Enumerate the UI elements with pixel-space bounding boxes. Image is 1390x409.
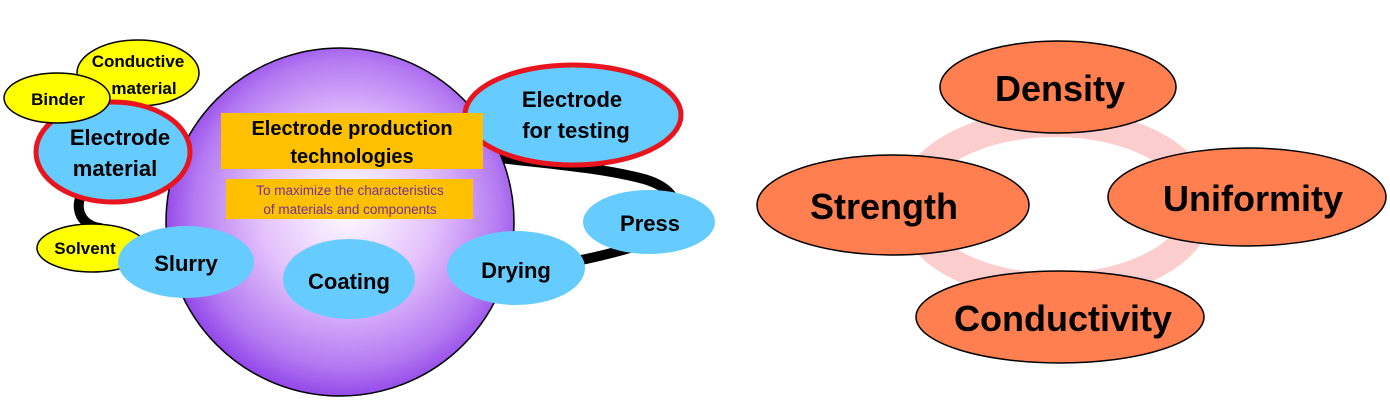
center-subtitle-box <box>226 179 473 219</box>
step-drying-ellipse <box>447 231 585 305</box>
center-subtitle-line-1: To maximize the characteristics <box>256 183 444 198</box>
process-diagram: Conductive material Electrode material B… <box>3 39 715 397</box>
step-press-label: Press <box>620 211 680 236</box>
step-coating-ellipse <box>283 239 415 319</box>
conductive-material-label-2: material <box>111 79 176 98</box>
electrode-for-testing-label-1: Electrode <box>522 87 622 112</box>
property-conductivity-ellipse <box>915 270 1205 364</box>
step-drying-label: Drying <box>481 258 551 283</box>
electrode-material-label-1: Electrode <box>70 125 170 150</box>
property-density-ellipse <box>939 40 1177 134</box>
step-slurry-ellipse <box>118 226 254 298</box>
step-press-ellipse <box>583 190 715 254</box>
center-title-box <box>221 113 483 169</box>
property-conductivity-label: Conductivity <box>954 298 1172 339</box>
electrode-material-label-2: material <box>73 156 157 181</box>
property-strength-ellipse <box>756 154 1030 256</box>
center-subtitle-line-2: of materials and components <box>263 202 437 217</box>
electrode-for-testing-label-2: for testing <box>522 118 630 143</box>
property-density-label: Density <box>995 68 1125 109</box>
solvent-label: Solvent <box>54 239 116 258</box>
center-title-line-1: Electrode production <box>251 118 452 140</box>
conductive-material-label-1: Conductive <box>92 52 185 71</box>
property-uniformity-label: Uniformity <box>1163 178 1343 219</box>
electrode-material-ellipse <box>33 99 193 205</box>
electrode-for-testing-ellipse <box>462 62 684 168</box>
binder-label: Binder <box>31 90 85 109</box>
binder-ellipse <box>3 72 111 124</box>
production-sphere <box>165 47 515 397</box>
property-uniformity-ellipse <box>1107 147 1387 247</box>
center-title-line-2: technologies <box>290 146 413 168</box>
properties-diagram: Density Strength Uniformity Conductivity <box>756 40 1387 364</box>
step-coating-label: Coating <box>308 269 390 294</box>
step-slurry-label: Slurry <box>154 251 218 276</box>
property-strength-label: Strength <box>810 186 958 227</box>
